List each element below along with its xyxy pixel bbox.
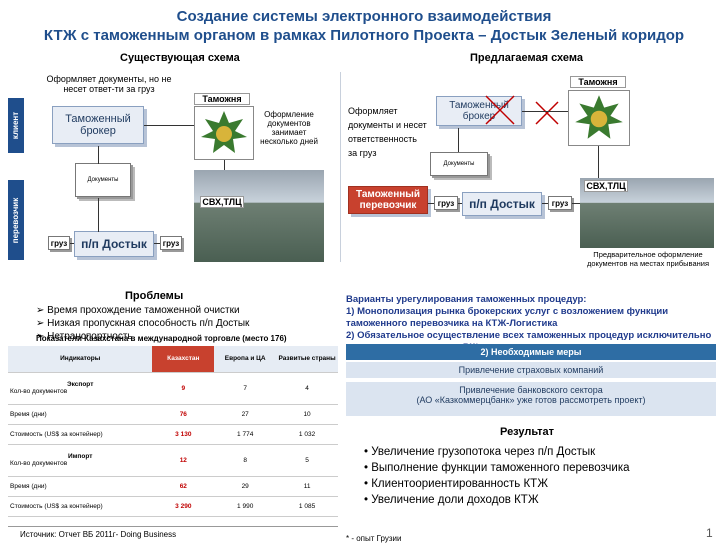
left-broker-box: Таможенный брокер — [52, 106, 144, 144]
table-row: Время (дни) 76 27 10 — [8, 404, 338, 425]
left-svh-label: СВХ,ТЛЦ — [200, 196, 244, 208]
right-carrier-box: Таможенный перевозчик — [348, 186, 428, 214]
result-item: • Увеличение грузопотока через п/п Досты… — [364, 446, 596, 458]
title-line-2: КТЖ с таможенным органом в рамках Пилотн… — [43, 27, 685, 44]
title-line-1: Создание системы электронного взаимодейс… — [176, 8, 552, 25]
customs-cross-icon — [535, 101, 559, 125]
right-customs-emblem — [568, 90, 630, 146]
left-cargo-out: груз — [160, 236, 182, 250]
right-station: п/п Достык — [462, 192, 542, 216]
left-documents: Документы — [75, 163, 131, 197]
right-customs-label: Таможня — [570, 76, 626, 88]
measures-item-2: Привлечение банковского сектора (АО «Каз… — [346, 382, 716, 416]
result-list: • Увеличение грузопотока через п/п Досты… — [364, 444, 630, 508]
customs-emblem-icon — [201, 111, 247, 153]
right-documents: Документы — [430, 152, 488, 176]
customs-emblem-icon — [575, 95, 623, 139]
left-heading: Существующая схема — [120, 52, 240, 64]
result-item: • Выполнение функции таможенного перевоз… — [364, 462, 630, 474]
left-note: Оформляет документы, но не несет ответ-т… — [46, 74, 172, 94]
measures-item-1: Привлечение страховых компаний — [346, 362, 716, 378]
th-kz: Казахстан — [152, 346, 215, 373]
problem-item: ➢ Низкая пропускная способность п/п Дост… — [36, 318, 250, 329]
left-processing-note: Оформление документов занимает несколько… — [260, 110, 318, 146]
measures-heading: 2) Необходимые меры — [346, 344, 716, 360]
indicators-table: Индикаторы Казахстан Европа и ЦА Развиты… — [8, 346, 338, 517]
table-row: Стоимость (US$ за контейнер) 3 290 1 990… — [8, 496, 338, 517]
client-side-label: клиент — [8, 98, 24, 153]
left-customs-emblem — [194, 106, 254, 160]
problem-item: ➢ Время прохождение таможенной очистки — [36, 305, 240, 316]
right-prelim-note: Предварительное оформление документов на… — [586, 250, 710, 268]
right-cargo-in: груз — [434, 196, 458, 210]
left-cargo-in: груз — [48, 236, 70, 250]
left-customs-label: Таможня — [194, 93, 250, 105]
th-indicator: Индикаторы — [8, 346, 153, 373]
footnote: * - опыт Грузии — [346, 534, 402, 543]
table-caption: Показатели Казахстана в международной то… — [36, 334, 287, 343]
result-item: • Клиентоориентированность КТЖ — [364, 478, 548, 490]
result-item: • Увеличение доли доходов КТЖ — [364, 494, 539, 506]
options-line-1: Варианты урегулирования таможенных проце… — [346, 294, 587, 305]
page-number: 1 — [706, 526, 713, 540]
right-cargo-out: груз — [548, 196, 572, 210]
problem-item: ➢ Нетранспортность — [36, 331, 133, 342]
right-svh-label: СВХ,ТЛЦ — [584, 180, 628, 192]
table-row: Время (дни) 62 29 11 — [8, 476, 338, 497]
left-warehouse-photo — [194, 170, 324, 262]
broker-cross-icon — [485, 95, 515, 125]
right-note: Оформляет документы и несет ответственно… — [348, 106, 427, 158]
right-broker-box: Таможенный брокер — [436, 96, 522, 126]
problems-heading: Проблемы — [125, 290, 184, 302]
table-source: Источник: Отчет ВБ 2011г- Doing Business — [20, 530, 177, 539]
result-heading: Результат — [500, 426, 555, 438]
th-eu: Европа и ЦА — [214, 346, 277, 373]
carrier-side-label: перевозчик — [8, 180, 24, 260]
problems-list: ➢ Время прохождение таможенной очистки ➢… — [36, 304, 249, 343]
right-heading: Предлагаемая схема — [470, 52, 583, 64]
table-row: Стоимость (US$ за контейнер) 3 130 1 774… — [8, 424, 338, 445]
th-dev: Развитые страны — [276, 346, 338, 373]
options-line-2: 1) Монополизация рынка брокерских услуг … — [346, 306, 669, 329]
left-station: п/п Достык — [74, 231, 154, 257]
